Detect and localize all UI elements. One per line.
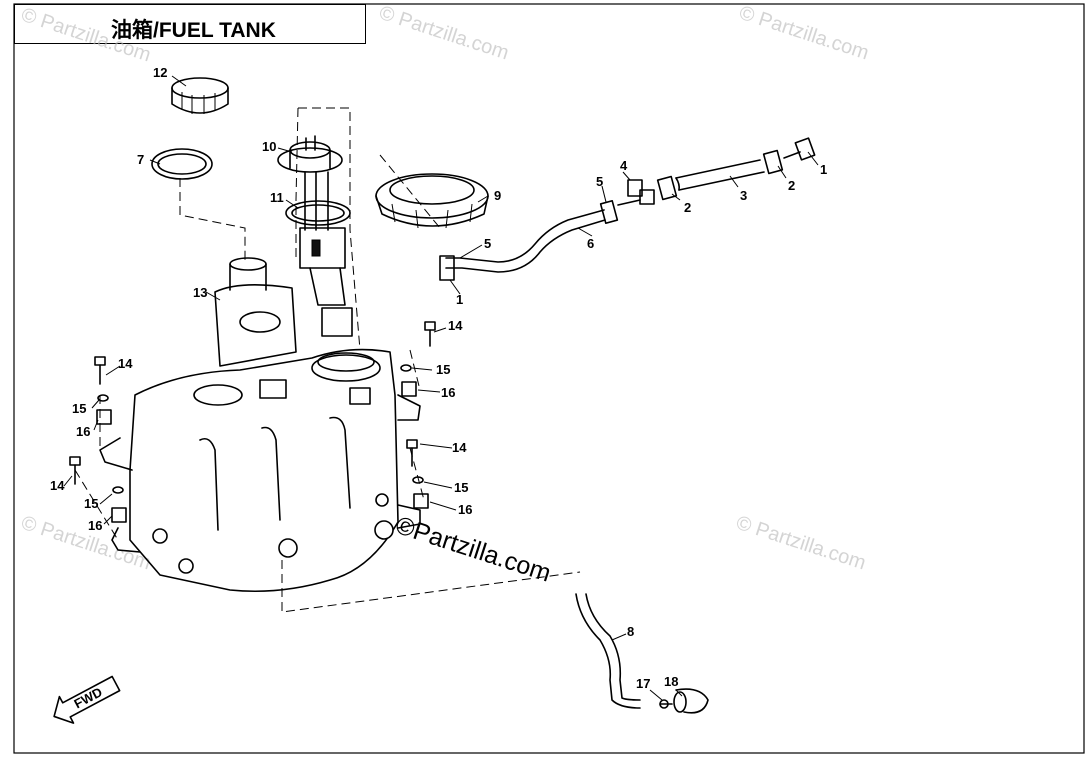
watermark-text: © Partzilla.com <box>18 4 153 67</box>
fuel-cap <box>171 77 229 114</box>
callout-labels: 12 7 10 11 9 13 4 5 5 1 1 2 2 3 6 14 14 … <box>50 65 827 691</box>
callout-15: 15 <box>436 362 450 377</box>
callout-1: 1 <box>456 292 463 307</box>
drain-hose <box>575 593 709 714</box>
callout-5: 5 <box>596 174 603 189</box>
callout-13: 13 <box>193 285 207 300</box>
title-box: 油箱/FUEL TANK <box>14 4 366 44</box>
callout-14: 14 <box>452 440 467 455</box>
watermark-center: ©Partzilla.com <box>392 511 554 588</box>
callout-16: 16 <box>441 385 455 400</box>
callout-7: 7 <box>137 152 144 167</box>
callout-14: 14 <box>118 356 133 371</box>
callout-18: 18 <box>664 674 678 689</box>
callout-3: 3 <box>740 188 747 203</box>
callout-6: 6 <box>587 236 594 251</box>
lock-ring <box>375 173 489 229</box>
callout-15: 15 <box>72 401 86 416</box>
callout-16: 16 <box>76 424 90 439</box>
page-title: 油箱/FUEL TANK <box>111 19 276 42</box>
callout-14: 14 <box>50 478 65 493</box>
callout-5: 5 <box>484 236 491 251</box>
fwd-arrow: FWD <box>53 675 121 724</box>
callout-1: 1 <box>820 162 827 177</box>
cap-gasket <box>151 148 213 180</box>
callout-4: 4 <box>620 158 628 173</box>
callout-15: 15 <box>84 496 98 511</box>
callout-9: 9 <box>494 188 501 203</box>
callout-8: 8 <box>627 624 634 639</box>
callout-10: 10 <box>262 139 276 154</box>
watermark-text: © Partzilla.com <box>736 2 871 65</box>
fuel-line-assembly <box>439 137 816 281</box>
watermark-text: © Partzilla.com <box>376 2 511 65</box>
assembly-guides <box>74 107 581 613</box>
callout-15: 15 <box>454 480 468 495</box>
callout-14: 14 <box>448 318 463 333</box>
callout-2: 2 <box>684 200 691 215</box>
callout-12: 12 <box>153 65 167 80</box>
watermark-group: © Partzilla.com © Partzilla.com © Partzi… <box>18 2 871 588</box>
callout-16: 16 <box>458 502 472 517</box>
callout-16: 16 <box>88 518 102 533</box>
callout-2: 2 <box>788 178 795 193</box>
leader-lines <box>63 75 819 701</box>
fuel-tank <box>99 257 421 593</box>
callout-11: 11 <box>270 190 284 205</box>
fuel-pump <box>277 135 353 337</box>
watermark-text: © Partzilla.com <box>733 512 868 575</box>
callout-17: 17 <box>636 676 650 691</box>
diagram-frame <box>13 3 1085 754</box>
fastener-set <box>69 321 436 523</box>
